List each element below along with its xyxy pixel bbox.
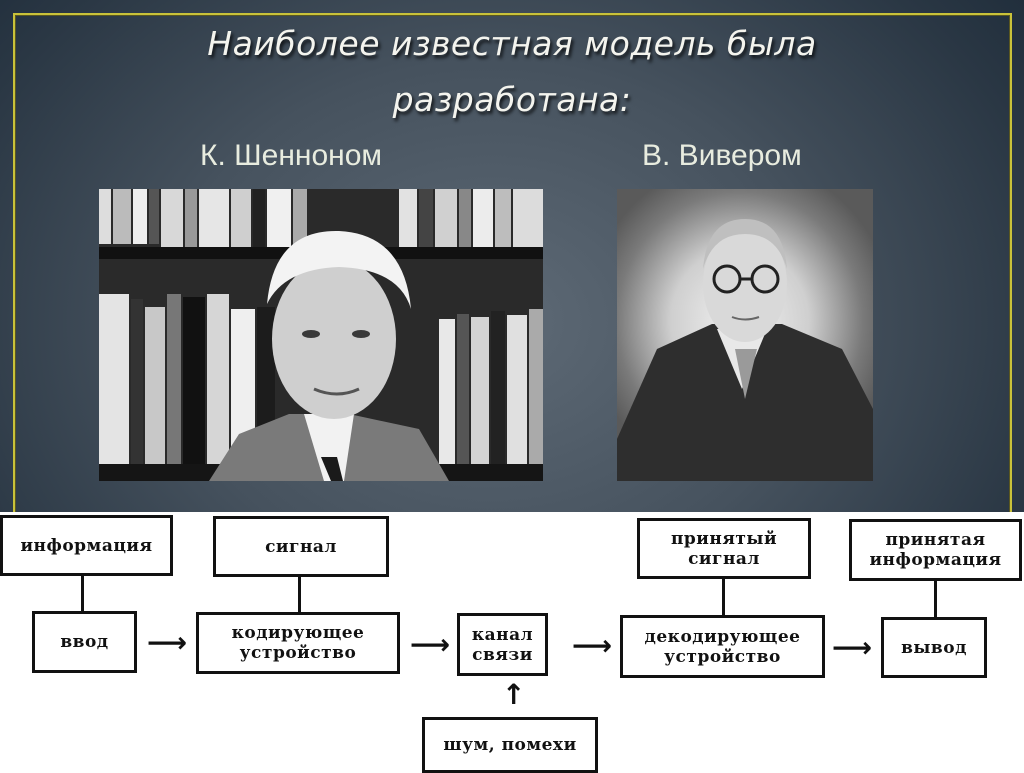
box-decoder: декодирующее устройство — [620, 615, 825, 678]
author-name-shannon: К. Шенноном — [200, 139, 383, 172]
box-channel-line2: связи — [472, 644, 533, 665]
portrait-illustration — [617, 219, 873, 481]
box-information-label: информация — [20, 535, 153, 556]
portrait-photo-shannon — [99, 189, 543, 481]
box-information: информация — [0, 515, 173, 576]
box-input: ввод — [32, 611, 137, 673]
arrow-right-icon: ⟶ — [572, 629, 613, 662]
communication-model-diagram: информация сигнал принятый сигнал принят… — [0, 512, 1024, 773]
box-received-information-line1: принятая — [885, 530, 986, 550]
box-output-label: вывод — [901, 637, 967, 658]
box-encoder-line2: устройство — [239, 643, 357, 663]
box-received-information: принятая информация — [849, 519, 1022, 581]
box-encoder-line1: кодирующее — [231, 623, 365, 643]
bookshelf-portrait-illustration — [99, 189, 543, 481]
box-output: вывод — [881, 617, 987, 678]
box-received-signal-line1: принятый — [670, 528, 778, 549]
box-channel: канал связи — [457, 613, 548, 676]
slide-title-line-1: Наиболее известная модель была — [207, 24, 817, 63]
arrow-right-icon: ⟶ — [832, 631, 873, 664]
connector-information-input — [81, 576, 84, 612]
arrow-right-icon: ⟶ — [147, 626, 188, 659]
box-noise: шум, помехи — [422, 717, 598, 773]
box-noise-label: шум, помехи — [443, 735, 577, 755]
box-decoder-line2: устройство — [664, 646, 781, 667]
connector-signal-encoder — [298, 577, 301, 613]
box-decoder-line1: декодирующее — [644, 626, 801, 647]
slide-title-line-2: разработана: — [392, 80, 632, 119]
box-received-signal-line2: сигнал — [688, 548, 760, 569]
arrow-right-icon: ⟶ — [410, 628, 451, 661]
box-signal: сигнал — [213, 516, 389, 577]
portrait-photo-weaver — [617, 189, 873, 481]
box-input-label: ввод — [60, 632, 109, 652]
box-received-information-line2: информация — [869, 550, 1002, 570]
box-channel-line1: канал — [471, 624, 534, 645]
arrow-up-icon: ↑ — [502, 678, 526, 711]
connector-received-signal-decoder — [722, 579, 725, 616]
box-encoder: кодирующее устройство — [196, 612, 400, 674]
author-name-weaver: В. Вивером — [642, 139, 802, 172]
box-received-signal: принятый сигнал — [637, 518, 811, 579]
box-signal-label: сигнал — [265, 536, 337, 557]
connector-received-info-output — [934, 581, 937, 618]
